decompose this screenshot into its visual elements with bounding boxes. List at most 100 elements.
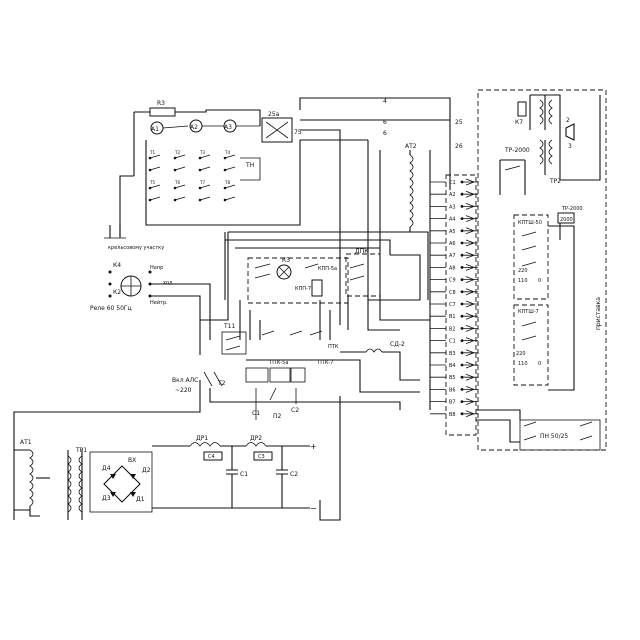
terminal-9: С9 bbox=[430, 276, 478, 284]
transformer-tr2: К7 ТР2 2 3 bbox=[515, 94, 601, 185]
terminal-18: В6 bbox=[430, 386, 478, 393]
kptsh-switches: КПТШ-50 КПТШ-7 220 110 0 220 110 0 2000 … bbox=[513, 206, 583, 391]
label-tap-110b: 110 bbox=[518, 361, 528, 367]
label-a3: A3 bbox=[224, 124, 232, 131]
label-d1: Д1 bbox=[136, 496, 145, 503]
terminal-16: В4 bbox=[430, 361, 478, 369]
label-wire-6b: 6 bbox=[383, 130, 387, 137]
label-p2: П2 bbox=[273, 413, 282, 420]
label-dr2: ДР2 bbox=[250, 435, 262, 442]
label-at2: АТ2 bbox=[405, 143, 417, 150]
label-sd2: СД-2 bbox=[390, 341, 405, 348]
label-vh: ВХ bbox=[128, 457, 136, 464]
terminal-label: А8 bbox=[449, 265, 456, 271]
label-hod: ход bbox=[163, 280, 173, 286]
terminal-label: В8 bbox=[449, 412, 456, 418]
terminal-19: В7 bbox=[430, 398, 478, 406]
label-kptsh50: КПТШ-50 bbox=[518, 220, 542, 226]
terminal-2: А2 bbox=[430, 190, 478, 198]
terminal-label: С1 bbox=[449, 339, 456, 345]
terminal-label: В7 bbox=[449, 400, 456, 406]
terminal-15: В3 bbox=[430, 349, 478, 357]
label-tr2: ТР2 bbox=[549, 178, 561, 185]
label-switch-t2: Т2 bbox=[174, 150, 180, 155]
resistor-r3 bbox=[149, 107, 176, 117]
terminal-label: В5 bbox=[449, 375, 456, 381]
terminal-label: В1 bbox=[449, 314, 456, 320]
terminal-label: С7 bbox=[449, 302, 456, 308]
label-kz: КЗ bbox=[282, 257, 290, 264]
label-box-2000: 2000 bbox=[560, 217, 573, 223]
label-switch-t6: Т6 bbox=[174, 180, 180, 185]
label-cap-c1: С1 bbox=[240, 471, 248, 478]
label-wire-3: 3 bbox=[568, 143, 572, 150]
terminal-block-enclosure bbox=[445, 174, 477, 436]
label-c3: С3 bbox=[258, 454, 265, 460]
label-k7: К7 bbox=[515, 119, 523, 126]
label-ptk: ПТК bbox=[328, 344, 339, 350]
terminal-label: С9 bbox=[449, 278, 456, 284]
label-dr1: ДР1 bbox=[196, 435, 208, 442]
label-pristavka: приставка bbox=[595, 297, 602, 330]
terminal-10: С8 bbox=[430, 288, 478, 296]
terminal-17: В5 bbox=[430, 373, 478, 381]
label-t2: Т2 bbox=[217, 380, 226, 387]
terminal-6: А6 bbox=[430, 239, 478, 247]
label-minus: − bbox=[310, 504, 317, 513]
label-vkl-als: Вкл АЛС bbox=[172, 377, 198, 384]
label-a2: A2 bbox=[190, 124, 198, 131]
terminal-13: В2 bbox=[430, 325, 478, 332]
terminal-label: С8 bbox=[449, 290, 456, 296]
label-neytr: Нейтр. bbox=[150, 299, 168, 306]
als-switch-block: Т11 ПТК-5а ПТК-7 Вкл АЛС ~220 Т2 С1 П2 С… bbox=[13, 323, 420, 520]
transformer-25a bbox=[261, 117, 293, 143]
label-tr2000: ТР-2000 bbox=[504, 147, 530, 154]
label-wire-4: 4 bbox=[383, 98, 387, 105]
terminal-8: А8 bbox=[430, 264, 478, 271]
label-a1: A1 bbox=[151, 126, 159, 133]
label-ptk7: ПТК-7 bbox=[318, 360, 333, 366]
label-tr2000-right: ТР-2000 bbox=[561, 206, 583, 212]
label-t11: Т11 bbox=[223, 323, 235, 330]
terminal-label: А2 bbox=[449, 192, 456, 198]
label-cap-c2: С2 bbox=[290, 471, 298, 478]
label-75: 75 bbox=[294, 129, 302, 136]
label-k4: К4 bbox=[113, 262, 121, 269]
label-tn: ТН bbox=[245, 162, 254, 169]
label-d3: Д3 bbox=[102, 495, 111, 502]
label-kptsh7: КПТШ-7 bbox=[518, 309, 539, 315]
label-wire-6a: 6 bbox=[383, 119, 387, 126]
transformer-tr2000: ТР-2000 bbox=[499, 147, 530, 195]
terminal-label: В6 bbox=[449, 387, 456, 393]
label-relay: Реле 60 50Гц bbox=[90, 305, 132, 312]
terminal-1: С1 bbox=[430, 178, 478, 186]
pn-50-25: ПН 50/25 bbox=[476, 409, 601, 451]
switch-bank: Т1 Т2 Т3 Т4 Т5 Т6 Т7 Т8 bbox=[148, 150, 236, 202]
terminal-label: В2 bbox=[449, 326, 456, 332]
terminal-label: А4 bbox=[449, 217, 456, 223]
label-switch-t8: Т8 bbox=[224, 180, 230, 185]
label-d4: Д4 bbox=[102, 465, 111, 472]
right-panel-enclosure bbox=[477, 89, 607, 451]
label-switch-t1: Т1 bbox=[149, 150, 155, 155]
label-switch-t3: Т3 bbox=[199, 150, 205, 155]
label-napr: Напр bbox=[150, 265, 163, 271]
terminal-11: С7 bbox=[430, 300, 478, 308]
label-rail-section: крельсовому участку bbox=[108, 245, 164, 251]
label-wire-26: 26 bbox=[455, 143, 463, 150]
label-ptk5a: ПТК-5а bbox=[270, 360, 288, 366]
terminal-label: С1 bbox=[449, 180, 456, 186]
label-tr1: ТР1 bbox=[75, 447, 87, 454]
label-pn: ПН 50/25 bbox=[540, 433, 568, 440]
terminal-12: В1 bbox=[430, 312, 478, 320]
label-c2-sw: С2 bbox=[291, 407, 299, 414]
label-at1: АТ1 bbox=[20, 439, 32, 446]
terminal-20: В8 bbox=[430, 410, 478, 418]
label-tap-110a: 110 bbox=[518, 278, 528, 284]
label-c4: С4 bbox=[208, 454, 215, 460]
terminal-label: А6 bbox=[449, 241, 456, 247]
label-wire-2: 2 bbox=[566, 117, 570, 124]
label-tap-0b: 0 bbox=[538, 361, 541, 367]
